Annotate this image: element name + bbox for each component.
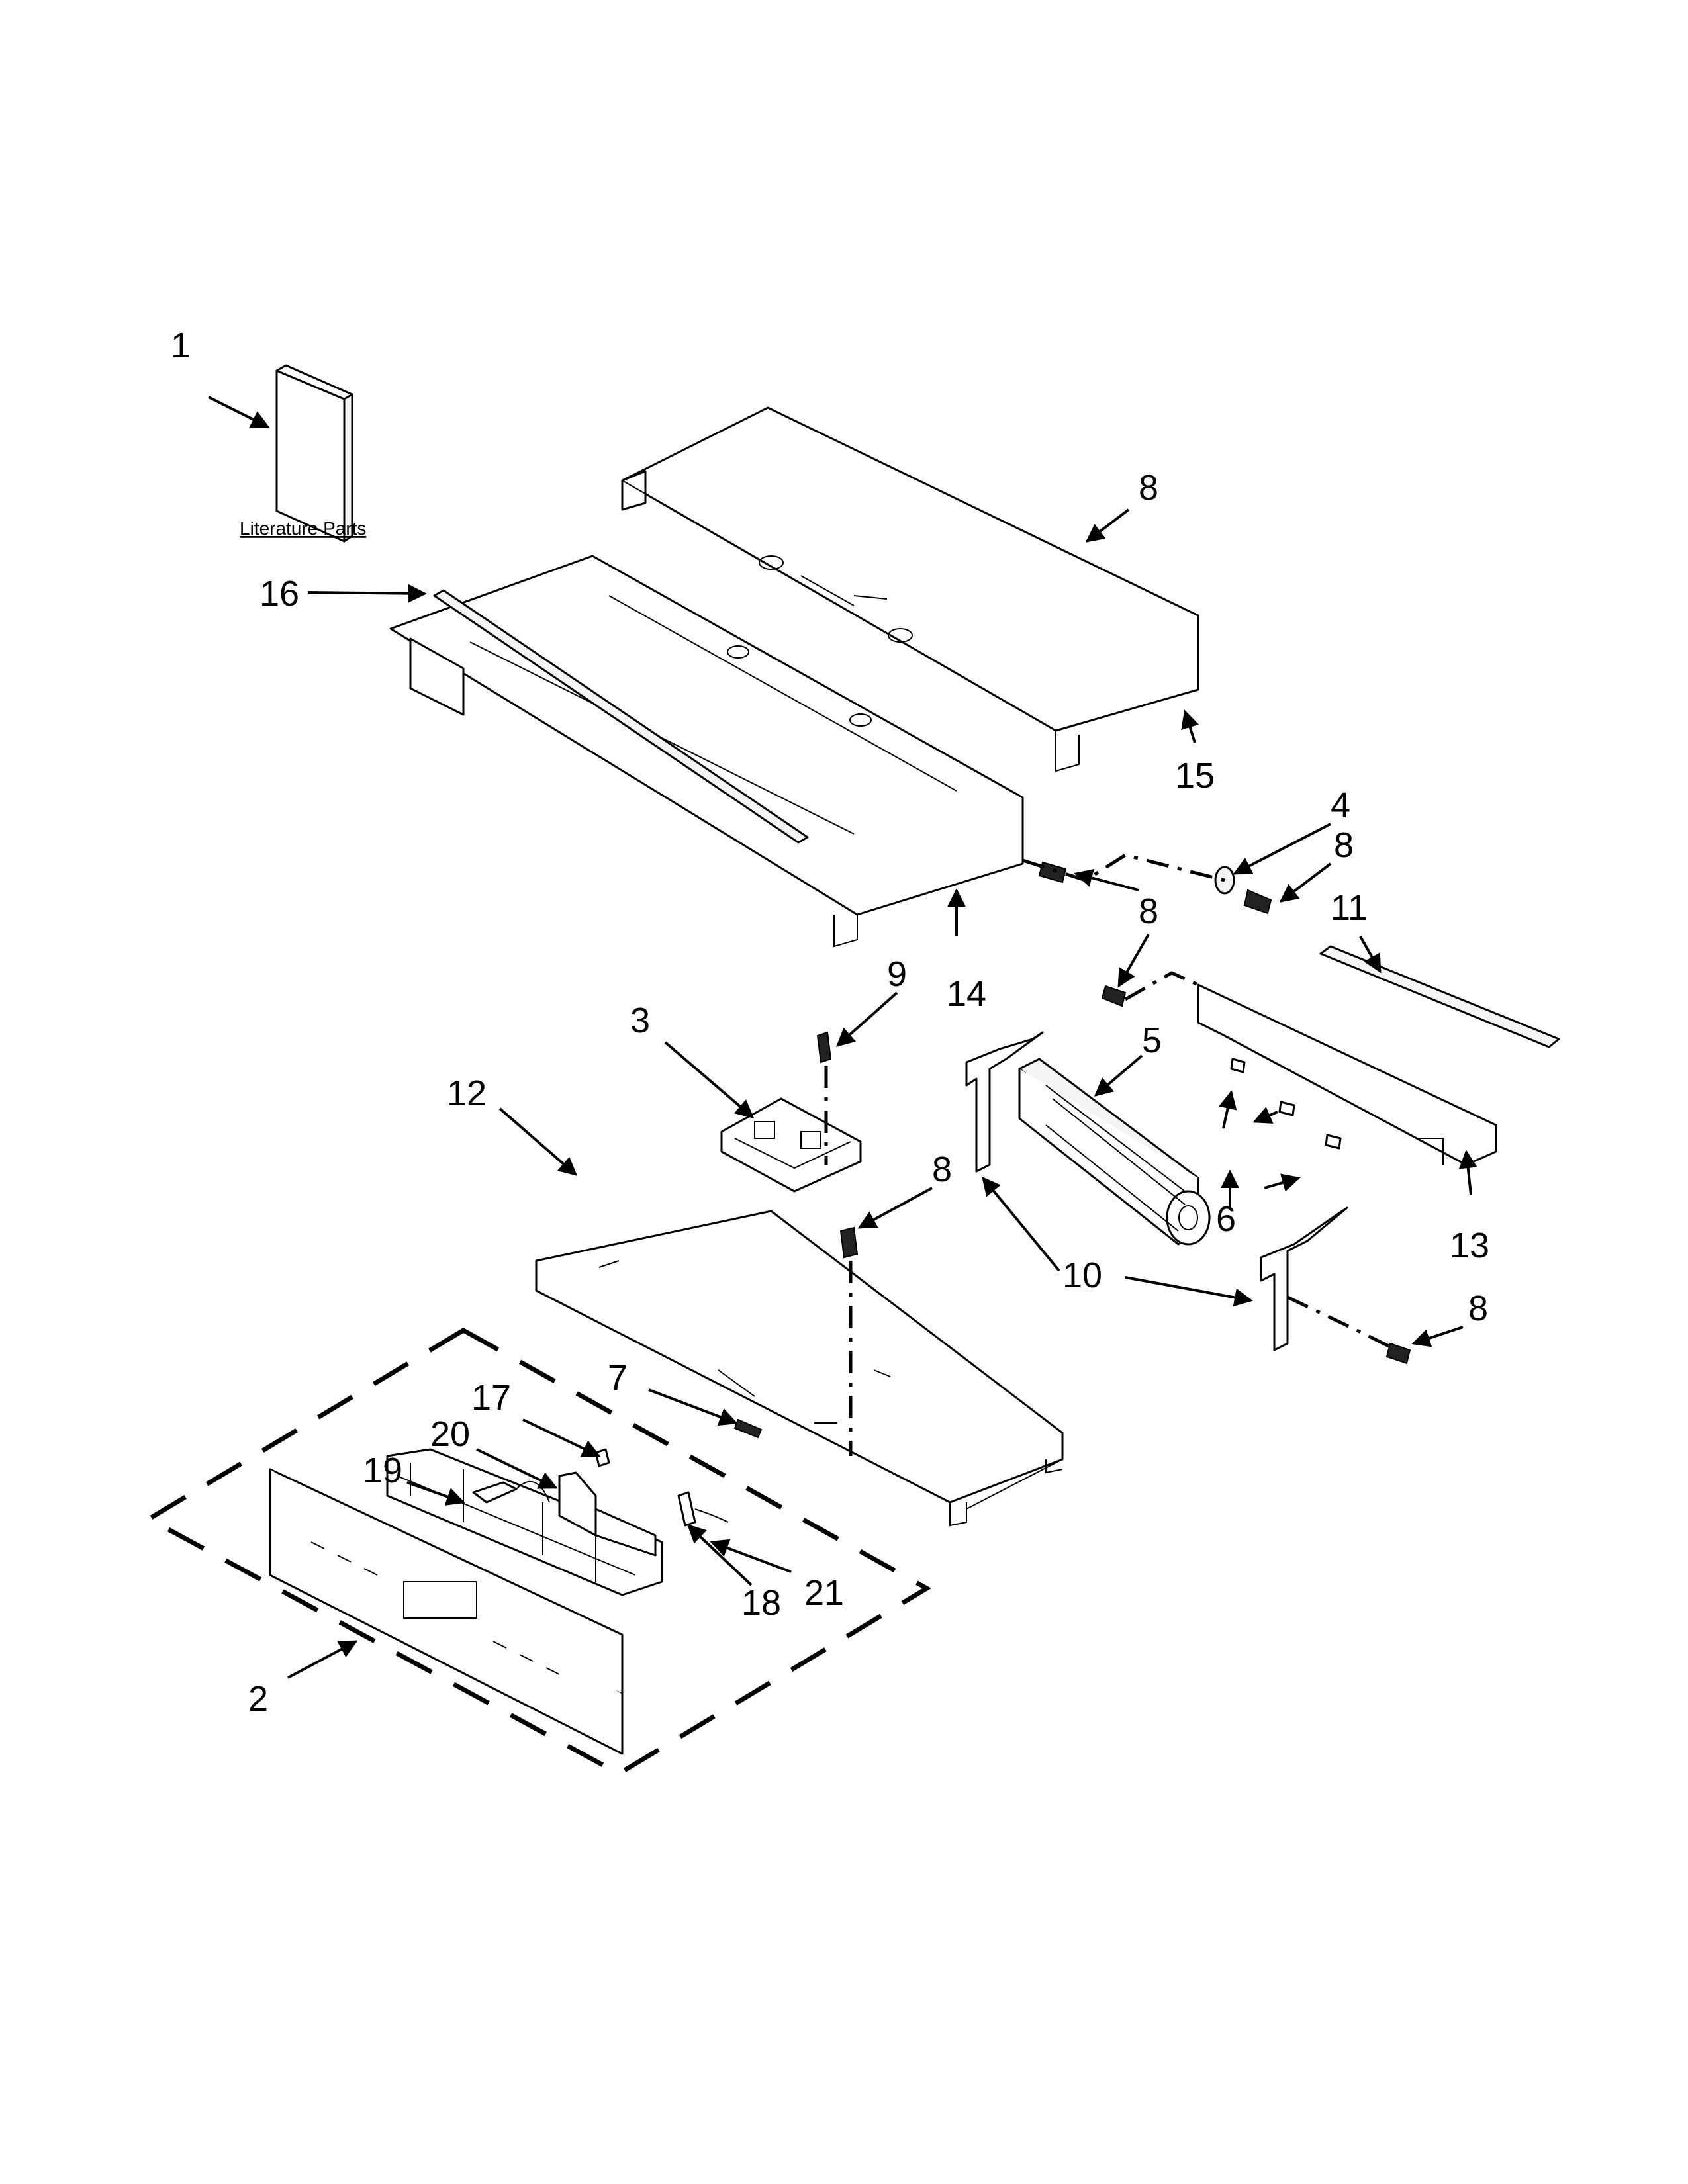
upper-cover-panel [621, 406, 1199, 772]
callout-6: 6 [1216, 1199, 1236, 1239]
console-panel [269, 1468, 624, 1755]
leader-lines [208, 396, 1477, 1679]
callout-17: 17 [471, 1378, 511, 1418]
washer-and-screw [1022, 853, 1272, 915]
callout-13: 13 [1450, 1226, 1489, 1265]
console-assembly-boundary [144, 1327, 931, 1777]
fan-brackets [965, 1031, 1411, 1365]
control-mounting-plate [535, 1210, 1064, 1527]
trim-strip [433, 589, 809, 844]
small-clips [1230, 1058, 1342, 1150]
callout-7: 7 [608, 1358, 628, 1398]
callout-3: 3 [630, 1001, 650, 1040]
callout-10: 10 [1062, 1255, 1102, 1295]
relay-board [720, 1031, 862, 1193]
callout-15: 15 [1175, 756, 1215, 796]
callout-19: 19 [363, 1451, 402, 1490]
callout-4: 4 [1331, 786, 1350, 825]
callout-20: 20 [430, 1414, 470, 1454]
callout-16: 16 [259, 574, 299, 614]
callout-12: 12 [447, 1073, 487, 1113]
callout-5: 5 [1142, 1021, 1162, 1060]
cross-flow-blower [1018, 1058, 1211, 1246]
callout-8: 8 [1139, 891, 1158, 931]
callout-14: 14 [947, 974, 986, 1014]
callout-11: 11 [1331, 888, 1368, 928]
callout-8: 8 [1468, 1289, 1488, 1328]
callout-18: 18 [741, 1583, 781, 1623]
callout-1: 1 [171, 326, 191, 365]
callout-9: 9 [887, 954, 907, 994]
callout-numbers: 1 8 16 15 4 8 11 8 9 14 3 5 12 6 8 13 10… [171, 326, 1489, 1719]
callout-8: 8 [1139, 468, 1158, 508]
insulation-strip [1319, 945, 1560, 1048]
callout-8: 8 [1334, 825, 1354, 865]
callout-21: 21 [804, 1573, 844, 1613]
lower-cover-panel [389, 555, 1024, 948]
callout-8: 8 [932, 1150, 952, 1189]
literature-booklet [275, 364, 353, 543]
literature-parts-label: Literature Parts [240, 518, 366, 539]
callout-2: 2 [248, 1679, 268, 1719]
